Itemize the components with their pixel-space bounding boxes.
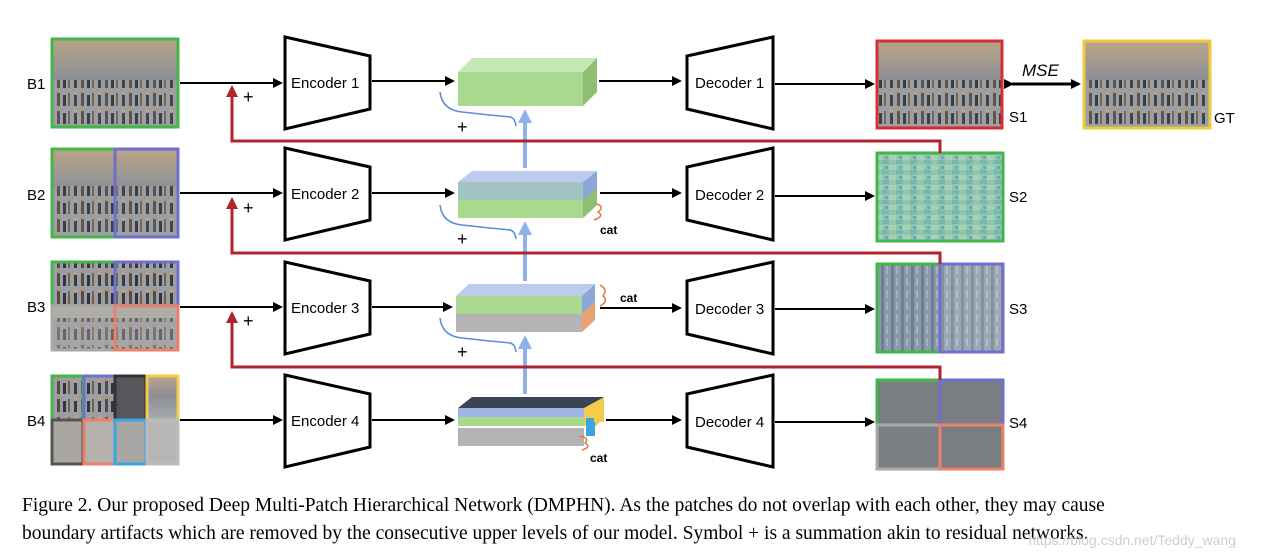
encoder2-label: Encoder 2 xyxy=(291,186,359,203)
output-label-s3: S3 xyxy=(1009,301,1027,318)
feature-sum-symbol-level3: + xyxy=(457,342,468,362)
input-label-b4: B4 xyxy=(27,413,45,430)
feature-block-level2 xyxy=(458,171,597,218)
decoder1-label: Decoder 1 xyxy=(695,75,764,92)
cat-label-level3: cat xyxy=(620,291,637,305)
sum-symbol-level2: + xyxy=(243,198,254,218)
input-image-b4 xyxy=(50,374,180,466)
input-image-b3 xyxy=(50,260,180,352)
brace-cat-level2 xyxy=(593,203,602,221)
decoder3-block xyxy=(685,260,775,356)
output-label-s2: S2 xyxy=(1009,189,1027,206)
output-label-s4: S4 xyxy=(1009,415,1027,432)
input-image-b2 xyxy=(50,147,180,239)
feature-block-level1 xyxy=(458,58,597,106)
feature-block-level4 xyxy=(458,397,604,446)
mse-label: MSE xyxy=(1022,61,1060,80)
decoder2-block xyxy=(685,146,775,242)
watermark: https://blog.csdn.net/Teddy_wang xyxy=(1028,532,1236,548)
brace-sum-level3 xyxy=(439,317,517,353)
sum-symbol-level1: + xyxy=(243,87,254,107)
ground-truth-label: GT xyxy=(1214,110,1235,127)
brace-sum-level1 xyxy=(439,91,517,127)
encoder1-block xyxy=(283,35,372,131)
output-image-s3 xyxy=(875,262,1005,354)
decoder2-label: Decoder 2 xyxy=(695,187,764,204)
ground-truth-image xyxy=(1082,39,1212,130)
input-label-b3: B3 xyxy=(27,299,45,316)
brace-sum-level2 xyxy=(439,204,517,240)
cat-label-level2: cat xyxy=(600,223,617,237)
input-label-b1: B1 xyxy=(27,76,45,93)
cat-label-level4: cat xyxy=(590,451,607,465)
figure-caption: Figure 2. Our proposed Deep Multi-Patch … xyxy=(22,492,1258,548)
output-image-s2 xyxy=(875,151,1005,243)
decoder4-label: Decoder 4 xyxy=(695,414,764,431)
caption-line-2: boundary artifacts which are removed by … xyxy=(22,523,1089,544)
dmphn-architecture-diagram: B1 B2 B3 B4 xyxy=(27,35,1235,471)
decoder3-label: Decoder 3 xyxy=(695,301,764,318)
encoder3-label: Encoder 3 xyxy=(291,300,359,317)
input-image-b1 xyxy=(50,37,180,129)
output-image-s4 xyxy=(875,378,1005,471)
encoder2-block xyxy=(283,146,372,242)
feature-sum-symbol-level2: + xyxy=(457,229,468,249)
caption-line-1: Figure 2. Our proposed Deep Multi-Patch … xyxy=(22,495,1105,516)
encoder4-label: Encoder 4 xyxy=(291,413,359,430)
feature-sum-symbol-level1: + xyxy=(457,117,468,137)
brace-cat-level3 xyxy=(599,284,607,307)
residual-arrow-s2-to-level1 xyxy=(226,85,942,153)
encoder3-block xyxy=(283,260,372,356)
decoder4-block xyxy=(685,373,775,469)
decoder1-block xyxy=(685,35,775,131)
brace-cat-level4 xyxy=(579,435,589,451)
input-label-b2: B2 xyxy=(27,187,45,204)
encoder1-label: Encoder 1 xyxy=(291,75,359,92)
output-label-s1: S1 xyxy=(1009,109,1027,126)
encoder4-block xyxy=(283,373,372,469)
sum-symbol-level3: + xyxy=(243,311,254,331)
residual-arrow-s3-to-level2 xyxy=(226,197,942,264)
residual-arrow-s4-to-level3 xyxy=(226,311,942,380)
output-image-s1 xyxy=(875,39,1004,130)
feature-block-level3 xyxy=(456,284,595,332)
